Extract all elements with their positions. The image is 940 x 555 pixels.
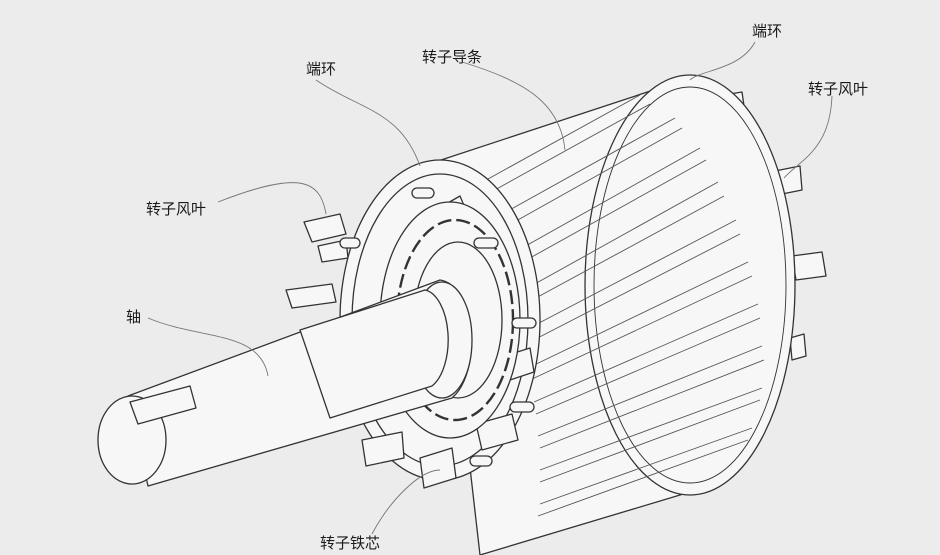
shaft-step [299,289,449,419]
label-end-ring-right: 端环 [752,22,783,40]
leader-lines [147,41,833,535]
label-rotor-bar: 转子导条 [422,48,483,66]
label-rotor-fan-left: 转子风叶 [146,200,207,218]
label-rotor-fan-right: 转子风叶 [808,80,869,98]
label-end-ring-left: 端环 [306,60,337,78]
right-end-ring [584,74,796,496]
label-rotor-core: 转子铁芯 [320,534,381,552]
label-shaft: 轴 [126,308,142,326]
shaft-keyway [129,385,197,425]
rotor-bars [449,94,765,517]
right-end-ring-inner [593,86,787,484]
